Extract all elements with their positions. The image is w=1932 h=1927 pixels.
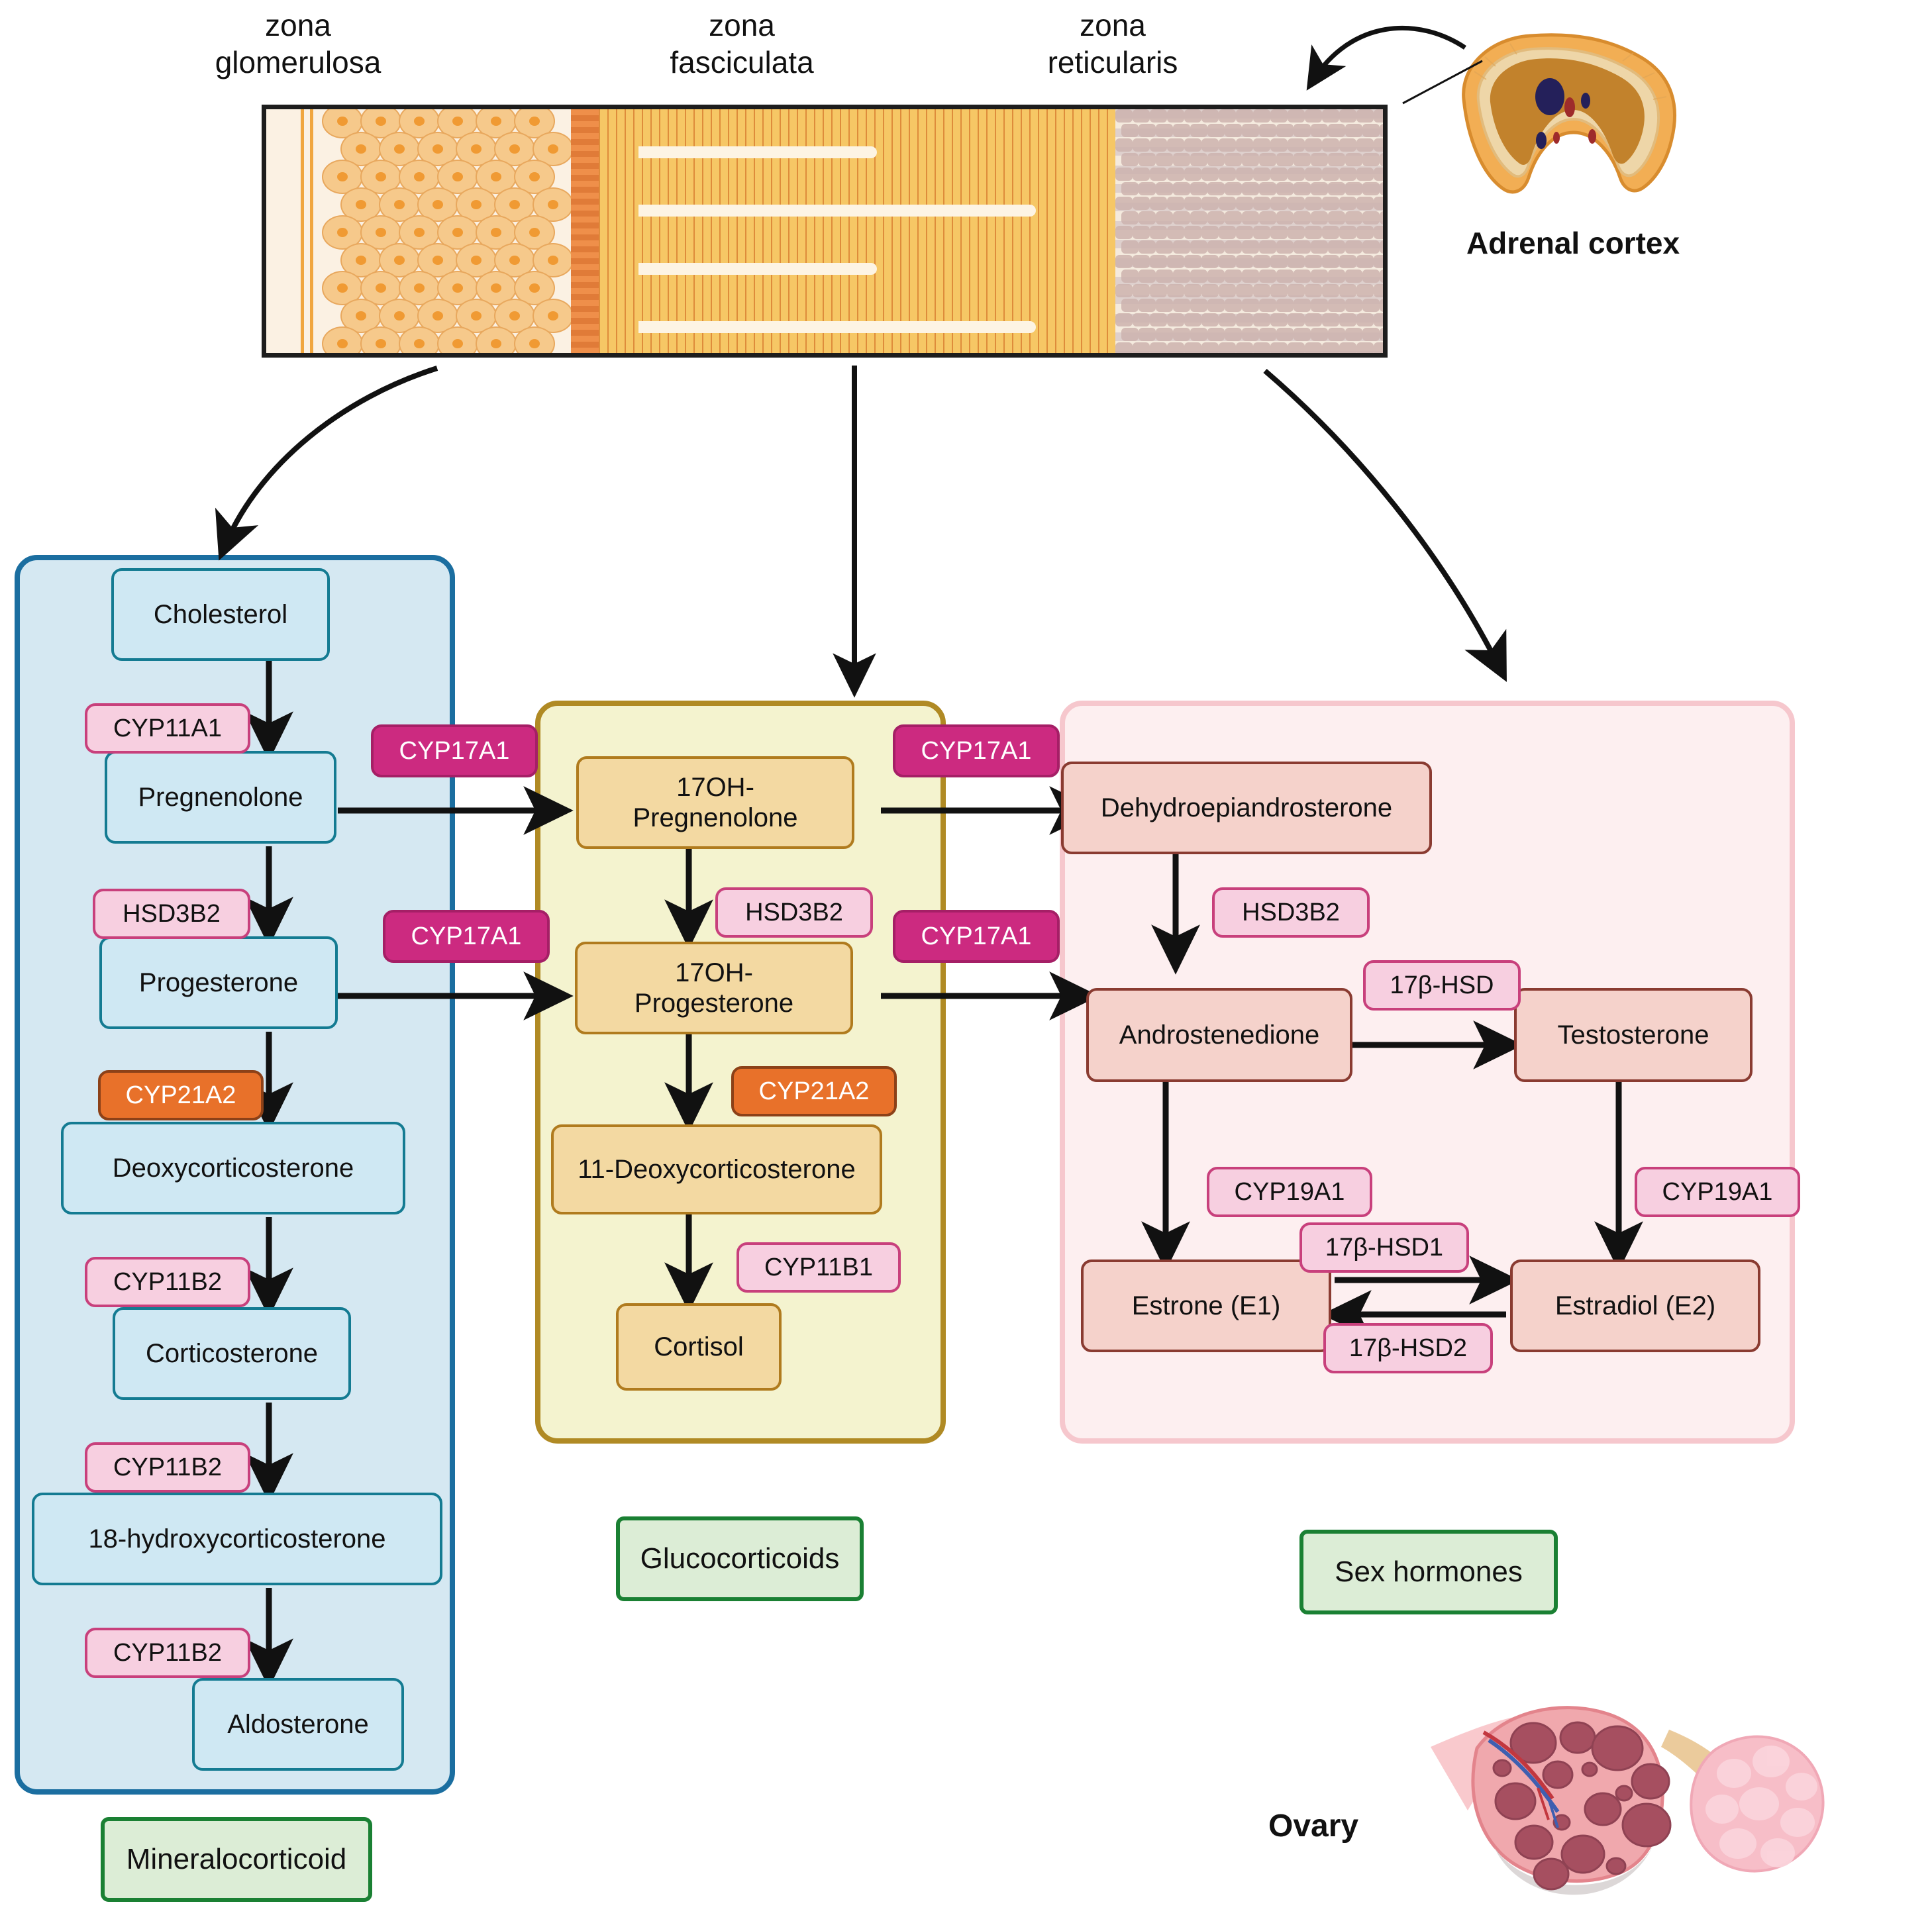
zone-label-fasciculata: zona fasciculata bbox=[670, 8, 814, 80]
zone-label-glomerulosa: zona glomerulosa bbox=[215, 8, 381, 80]
enzyme-cyp11b2-c[interactable]: CYP11B2 bbox=[85, 1628, 250, 1678]
enzyme-cyp11b2-b[interactable]: CYP11B2 bbox=[85, 1442, 250, 1493]
enzyme-17b-hsd[interactable]: 17β-HSD bbox=[1363, 960, 1521, 1011]
category-glucocorticoids: Glucocorticoids bbox=[616, 1516, 864, 1601]
adrenal-gland-illustration bbox=[1462, 33, 1676, 194]
node-androstenedione[interactable]: Androstenedione bbox=[1086, 988, 1352, 1082]
enzyme-cyp11a1[interactable]: CYP11A1 bbox=[85, 703, 250, 754]
node-aldosterone[interactable]: Aldosterone bbox=[192, 1678, 404, 1771]
enzyme-cyp21a2-gluco[interactable]: CYP21A2 bbox=[731, 1066, 897, 1116]
node-deoxycorticosterone[interactable]: Deoxycorticosterone bbox=[61, 1122, 405, 1214]
vascular-band bbox=[571, 109, 599, 353]
enzyme-cyp11b1[interactable]: CYP11B1 bbox=[737, 1242, 901, 1293]
enzyme-17b-hsd2[interactable]: 17β-HSD2 bbox=[1323, 1323, 1493, 1373]
enzyme-cyp17a1-progesterone[interactable]: CYP17A1 bbox=[383, 910, 550, 963]
node-cholesterol[interactable]: Cholesterol bbox=[111, 568, 330, 661]
category-mineralocorticoid: Mineralocorticoid bbox=[101, 1817, 372, 1902]
node-estrone[interactable]: Estrone (E1) bbox=[1081, 1260, 1331, 1352]
node-pregnenolone[interactable]: Pregnenolone bbox=[105, 751, 336, 844]
enzyme-hsd3b2-mineralo[interactable]: HSD3B2 bbox=[93, 889, 250, 939]
zona-fasciculata-band bbox=[599, 109, 1115, 353]
zona-glomerulosa-band bbox=[322, 109, 574, 353]
adrenal-cortex-histology-strip bbox=[262, 105, 1388, 358]
enzyme-cyp17a1-17oh-pregnenolone[interactable]: CYP17A1 bbox=[893, 724, 1060, 777]
capsule-band bbox=[266, 109, 332, 353]
node-testosterone[interactable]: Testosterone bbox=[1514, 988, 1753, 1082]
enzyme-cyp17a1-17oh-progesterone[interactable]: CYP17A1 bbox=[893, 910, 1060, 963]
node-corticosterone[interactable]: Corticosterone bbox=[113, 1307, 351, 1400]
enzyme-cyp19a1-right[interactable]: CYP19A1 bbox=[1635, 1167, 1800, 1217]
zona-reticularis-band bbox=[1115, 109, 1383, 353]
enzyme-17b-hsd1[interactable]: 17β-HSD1 bbox=[1299, 1222, 1469, 1273]
node-17oh-progesterone[interactable]: 17OH- Progesterone bbox=[575, 942, 853, 1034]
node-11-deoxycorticosterone[interactable]: 11-Deoxycorticosterone bbox=[551, 1124, 882, 1214]
category-sex-hormones: Sex hormones bbox=[1299, 1530, 1558, 1614]
node-17oh-pregnenolone[interactable]: 17OH- Pregnenolone bbox=[576, 756, 854, 849]
node-estradiol[interactable]: Estradiol (E2) bbox=[1510, 1260, 1760, 1352]
adrenal-cortex-caption: Adrenal cortex bbox=[1466, 226, 1680, 260]
node-18-hydroxycorticosterone[interactable]: 18-hydroxycorticosterone bbox=[32, 1493, 442, 1585]
ovary-caption: Ovary bbox=[1268, 1808, 1359, 1844]
zone-label-reticularis: zona reticularis bbox=[1047, 8, 1178, 80]
enzyme-hsd3b2-gluco[interactable]: HSD3B2 bbox=[715, 887, 873, 938]
node-dehydroepiandrosterone[interactable]: Dehydroepiandrosterone bbox=[1061, 762, 1432, 854]
enzyme-cyp17a1-pregnenolone[interactable]: CYP17A1 bbox=[371, 724, 538, 777]
enzyme-cyp21a2-mineralo[interactable]: CYP21A2 bbox=[98, 1070, 264, 1120]
enzyme-hsd3b2-sex[interactable]: HSD3B2 bbox=[1212, 887, 1370, 938]
enzyme-cyp11b2-a[interactable]: CYP11B2 bbox=[85, 1257, 250, 1307]
node-progesterone[interactable]: Progesterone bbox=[99, 936, 338, 1029]
enzyme-cyp19a1-left[interactable]: CYP19A1 bbox=[1207, 1167, 1372, 1217]
ovary-illustration bbox=[1431, 1706, 1825, 1895]
node-cortisol[interactable]: Cortisol bbox=[616, 1303, 782, 1391]
